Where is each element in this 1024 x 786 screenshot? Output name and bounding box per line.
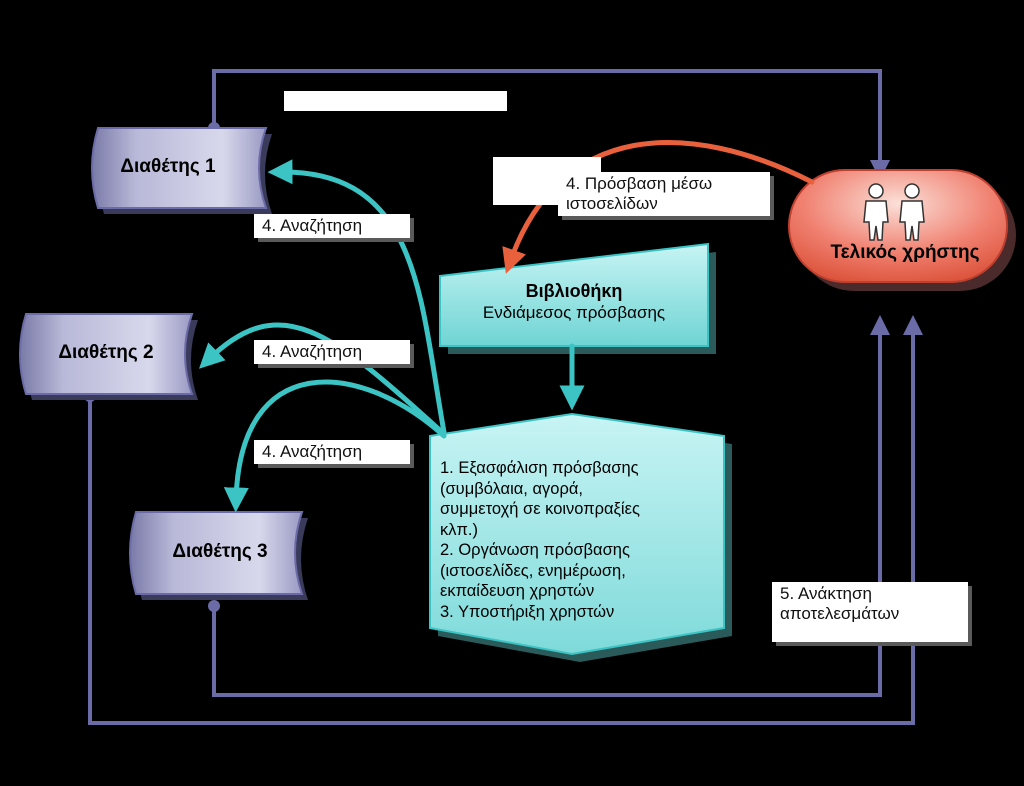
end-user-label: Τελικός χρήστης [830,242,980,263]
web-access-arrow [502,140,815,274]
end-user-shape [788,169,1016,291]
retrieval-label: 5. Ανάκτηση αποτελεσμάτων [772,582,968,642]
provider2-to-user-line [88,315,923,725]
blank-label-box-top [284,91,507,111]
provider-3-shape [129,511,308,600]
provider-3-label: Διαθέτης 3 [172,541,268,562]
task-line: κλπ.) [440,520,478,539]
search-label-3: 4. Αναζήτηση [254,440,410,464]
search-label-1: 4. Αναζήτηση [254,214,410,238]
provider1-to-user-line [212,69,890,180]
library-title: Βιβλιοθήκη [525,281,623,301]
retrieval-line-2: αποτελεσμάτων [780,604,900,623]
task-line: εκπαίδευση χρηστών [440,582,595,600]
task-line: 1. Εξασφάλιση πρόσβασης [440,459,639,477]
web-access-line-1: 4. Πρόσβαση μέσω [566,174,713,193]
task-line: 2. Οργάνωση πρόσβασης [440,541,630,559]
provider-1-shape [91,127,272,214]
provider3-port [208,600,220,612]
search-arrow-3 [223,379,447,513]
two-users-icon [863,183,925,241]
teal-arrows [199,159,585,513]
provider3-to-user-line [212,315,890,697]
library-subtitle: Ενδιάμεσος πρόσβασης [482,303,666,322]
search-arrow-2 [199,322,447,437]
tasks-list: 1. Εξασφάλιση πρόσβασης (συμβόλαια, αγορ… [440,458,730,622]
search-label-2: 4. Αναζήτηση [254,340,410,364]
retrieval-line-1: 5. Ανάκτηση [780,584,872,603]
task-line: 3. Υποστήριξη χρηστών [440,602,615,621]
provider-2-label: Διαθέτης 2 [58,342,154,363]
task-line: συμμετοχή σε κοινοπραξίες [440,500,640,518]
provider-2-shape [19,313,198,400]
task-line: (ιστοσελίδες, ενημέρωση, [440,561,626,580]
web-access-label: 4. Πρόσβαση μέσω ιστοσελίδων [558,172,770,216]
task-line: (συμβόλαια, αγορά, [440,479,583,498]
search-arrow-1 [267,159,447,435]
web-access-line-2: ιστοσελίδων [566,194,658,213]
tasks-shape [429,412,732,662]
library-text: Βιβλιοθήκη Ενδιάμεσος πρόσβασης [440,280,708,324]
provider-1-label: Διαθέτης 1 [120,156,216,177]
